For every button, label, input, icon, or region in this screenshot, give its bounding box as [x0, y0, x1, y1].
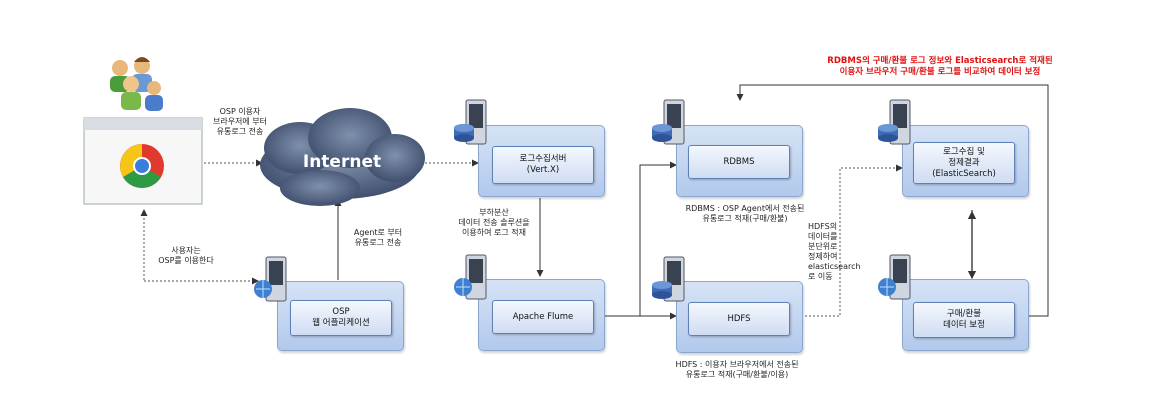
agent-send-label: Agent로 부터 유통로그 전송	[353, 228, 403, 247]
correction-node: 구매/환불 데이터 보정	[913, 302, 1015, 338]
logserver-node: 로그수집서버 (Vert.X)	[492, 146, 594, 184]
osp-user-browser-label: OSP 이용자 브라우저에 부터 유통로그 전송	[212, 107, 268, 136]
chrome-browser-icon	[83, 117, 203, 205]
users-icon	[110, 57, 163, 111]
rdbms-node: RDBMS	[688, 145, 790, 179]
internet-cloud-icon	[260, 108, 425, 206]
web-server-icon	[454, 254, 487, 300]
osp-app-node: OSP 웹 어플리케이션	[290, 300, 392, 336]
database-server-icon	[878, 99, 911, 145]
internet-label: Internet	[302, 152, 382, 172]
user-uses-osp-label: 사용자는 OSP를 이용한다	[158, 246, 214, 265]
hdfs-to-elastic-arrow	[805, 164, 903, 317]
flume-to-rdbms-arrow	[620, 161, 677, 317]
correction-to-rdbms-loop	[736, 84, 1049, 317]
hdfs-refine-label: HDFS의 데이터를 분단위로 정제하여 elasticsearch 로 이동	[808, 222, 861, 281]
database-server-icon	[454, 99, 487, 145]
load-balance-label: 부하분산 데이터 전송 솔루션을 이용하여 로그 적재	[458, 208, 530, 237]
elastic-node: 로그수집 및 정제결과 (ElasticSearch)	[913, 142, 1015, 184]
hdfs-node: HDFS	[688, 302, 790, 336]
hdfs-note-label: HDFS : 이용자 브라우저에서 전송된 유통로그 적재(구매/환불/이용)	[675, 360, 799, 379]
database-server-icon	[652, 256, 685, 302]
web-server-icon	[254, 256, 287, 302]
red-title-label: RDBMS의 구매/환불 로그 정보와 Elasticsearch로 적재된 이…	[827, 56, 1053, 77]
web-server-icon	[878, 254, 911, 300]
database-server-icon	[652, 99, 685, 145]
flume-node: Apache Flume	[492, 300, 594, 334]
rdbms-note-label: RDBMS : OSP Agent에서 전송된 유통로그 적재(구매/환불)	[685, 204, 805, 223]
